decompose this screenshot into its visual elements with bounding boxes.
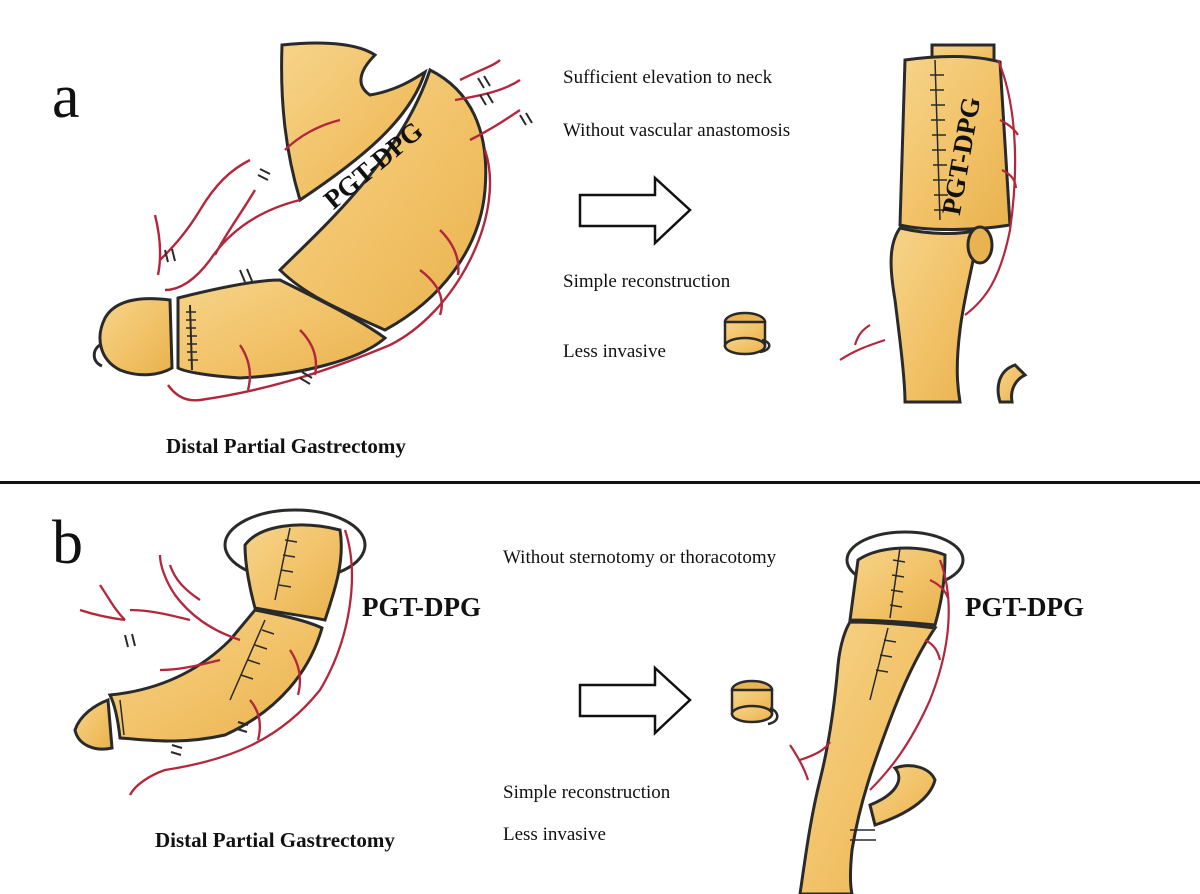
note-without-vascular-anastomosis: Without vascular anastomosis — [563, 120, 791, 141]
panel-b-stomach-drawing — [73, 508, 367, 751]
panel-b-right-staples — [850, 547, 906, 841]
panel-a-vessels-left — [153, 59, 521, 402]
panel-a-arrow — [578, 175, 692, 246]
lower-conduit-b — [107, 608, 324, 743]
panel-a-elevated-conduit — [889, 43, 1012, 404]
panel-b-staples — [119, 527, 298, 736]
note-sufficient-elevation: Sufficient elevation to neck — [563, 67, 773, 88]
note-less-invasive-a: Less invasive — [563, 341, 666, 362]
note-simple-reconstruction-a: Simple reconstruction — [563, 271, 731, 292]
panel-b-vessels — [79, 529, 354, 796]
conduit-label-b-right: PGT-DPG — [965, 592, 1085, 622]
panel-b-arrow — [578, 665, 692, 736]
panel-b-letter: b — [52, 509, 83, 577]
duodenum — [98, 297, 174, 377]
note-simple-reconstruction-b: Simple reconstruction — [503, 782, 671, 803]
panel-a-resected-specimen — [723, 311, 771, 356]
panel-divider — [0, 481, 1200, 484]
gastric-fundus-remnant — [280, 41, 428, 203]
caption-distal-partial-gastrectomy-b: Distal Partial Gastrectomy — [155, 828, 395, 852]
lower-gastric-segment — [889, 226, 980, 404]
panel-b-resected-specimen — [730, 679, 779, 726]
panel-a-right-vessels — [839, 59, 1019, 361]
panel-a-right-loop — [996, 363, 1028, 404]
panel-a-right-staples — [930, 59, 948, 221]
antrum-segment — [176, 278, 388, 380]
jejunal-loop-b — [868, 764, 937, 827]
note-without-sternotomy: Without sternotomy or thoracotomy — [503, 547, 777, 568]
note-less-invasive-b: Less invasive — [503, 824, 606, 845]
pylorus-ring — [92, 343, 103, 368]
upper-conduit-b — [243, 523, 343, 622]
panel-a-stomach-drawing — [92, 41, 488, 380]
panel-b-elevated-conduit — [798, 530, 965, 894]
panel-a-letter: a — [52, 63, 80, 131]
duodenum-b — [73, 697, 114, 751]
panel-b-right-vessels — [789, 559, 950, 791]
panel-b-ligature-marks — [124, 633, 249, 756]
panel-a-ligature-marks — [164, 75, 533, 385]
staple-line-antrum — [189, 304, 193, 371]
caption-distal-partial-gastrectomy-a: Distal Partial Gastrectomy — [166, 434, 406, 458]
conduit-label-b-left: PGT-DPG — [362, 592, 482, 622]
staple-ticks — [186, 311, 198, 361]
pgt-dpg-conduit — [277, 67, 488, 332]
